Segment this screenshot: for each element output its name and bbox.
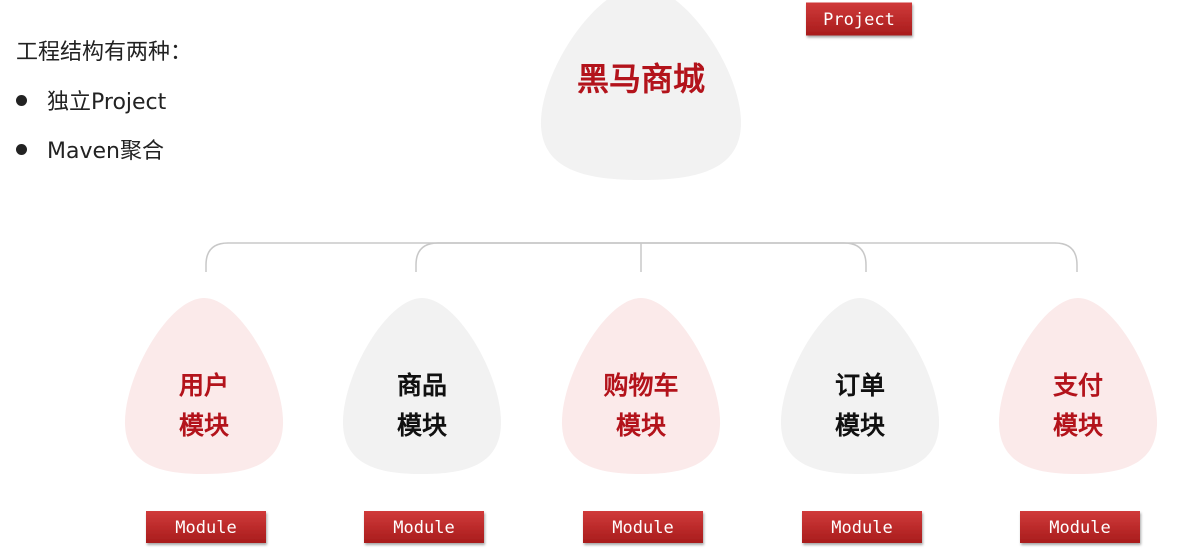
bullet-dot-icon: [16, 94, 27, 106]
module-name-line1: 支付: [1053, 371, 1103, 400]
module-tag-label: Module: [393, 518, 454, 538]
module-node-shape: [124, 298, 284, 474]
module-tag: Module: [364, 511, 484, 543]
root-node-label: 黑马商城: [577, 60, 705, 98]
module-tag: Module: [1020, 511, 1140, 543]
bullet-label: Maven聚合: [47, 139, 164, 164]
bullet-label: 独立Project: [47, 90, 167, 115]
module-tag-label: Module: [1049, 518, 1110, 538]
root-tag: Project: [806, 2, 912, 36]
module-tag-bg: [1020, 511, 1140, 543]
module-node-shape: [561, 298, 721, 474]
bullet-item-project: 独立Project: [16, 84, 166, 116]
module-node-shape: [780, 298, 940, 474]
module-name-line1: 订单: [835, 371, 885, 400]
module-tag-bg: [802, 511, 922, 543]
root-tag-bg: [806, 2, 912, 36]
module-name-line2: 模块: [616, 411, 666, 440]
module-name-line2: 模块: [1053, 411, 1103, 440]
module-node-shape: [342, 298, 502, 474]
bullet-dot-icon: [16, 143, 27, 155]
module-name-line1: 用户: [179, 371, 229, 400]
connector-lines: [205, 242, 1078, 272]
module-name-line2: 模块: [179, 411, 229, 440]
module-tag-label: Module: [831, 518, 892, 538]
module-tag-bg: [364, 511, 484, 543]
module-tag-label: Module: [175, 518, 236, 538]
module-tag-label: Module: [612, 518, 673, 538]
module-tag-bg: [583, 511, 703, 543]
module-name-line1: 商品: [397, 371, 447, 400]
module-name-line2: 模块: [835, 411, 885, 440]
module-tag: Module: [146, 511, 266, 543]
module-tag: Module: [583, 511, 703, 543]
module-tag: Module: [802, 511, 922, 543]
module-tag-bg: [146, 511, 266, 543]
module-name-line2: 模块: [397, 411, 447, 440]
root-tag-label: Project: [823, 10, 895, 30]
module-name-line1: 购物车: [603, 371, 678, 400]
intro-text: 工程结构有两种：: [16, 40, 193, 65]
module-node-shape: [998, 298, 1158, 474]
root-node-shape: [540, 0, 742, 180]
bullet-item-maven: Maven聚合: [16, 133, 164, 165]
